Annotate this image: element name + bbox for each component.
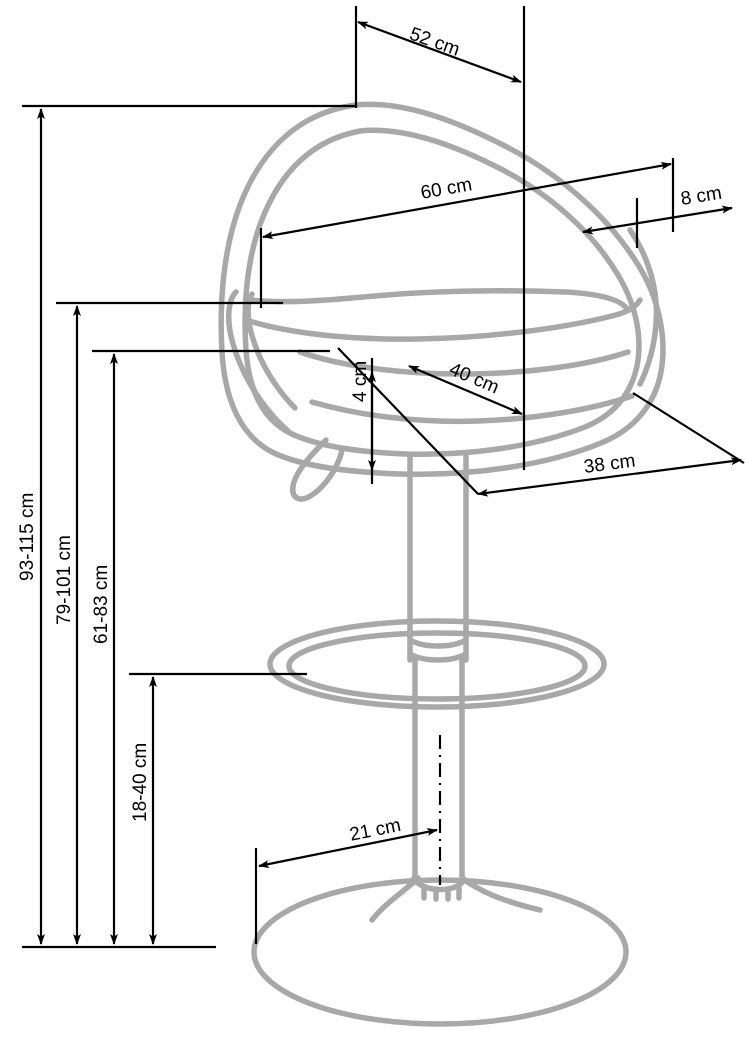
- dim-arrow-base-radius: [258, 828, 438, 868]
- left-armrest-loop-inner: [245, 291, 298, 411]
- footrest-ring-inner: [286, 630, 588, 702]
- base-hub-right-spoke: [459, 875, 543, 913]
- dim-arrow-backrest-width: [262, 161, 672, 240]
- label-backrest-thickness: 8 cm: [679, 183, 723, 210]
- label-base-radius: 21 cm: [348, 815, 403, 846]
- footrest-ring-outer: [267, 618, 607, 710]
- label-seat-cushion-thickness: 4 cm: [350, 361, 371, 402]
- label-armrest-height: 61-83 cm: [91, 565, 112, 644]
- dimension-lines-group: [22, 6, 745, 949]
- seat-cushion-front-edge: [243, 297, 643, 342]
- label-backrest-width: 60 cm: [419, 174, 474, 204]
- label-backrest-height: 79-101 cm: [54, 535, 75, 625]
- backrest-right-side-panel: [627, 227, 660, 387]
- leader-line-seat-width-right: [632, 392, 745, 464]
- dim-arrow-seat-depth: [408, 364, 523, 416]
- left-armrest-loop: [226, 289, 292, 435]
- label-overall-width-top: 52 cm: [407, 24, 463, 61]
- gas-cylinder-collar: [407, 637, 469, 649]
- base-plate: [251, 877, 629, 1027]
- leader-line-seat-width: [337, 347, 479, 495]
- gas-cylinder-collar-2: [407, 651, 469, 663]
- dim-arrow-seat-width: [477, 457, 742, 497]
- dim-arrow-backrest-thickness: [582, 205, 733, 235]
- seat-cushion-top: [247, 288, 631, 313]
- stool-outline-group: [218, 101, 666, 1027]
- height-adjust-lever: [290, 437, 345, 502]
- label-total-height: 93-115 cm: [17, 493, 38, 581]
- label-footrest-height: 18-40 cm: [130, 743, 151, 822]
- dim-arrow-overall-width-top: [357, 20, 522, 84]
- seat-bottom-edge: [309, 393, 635, 425]
